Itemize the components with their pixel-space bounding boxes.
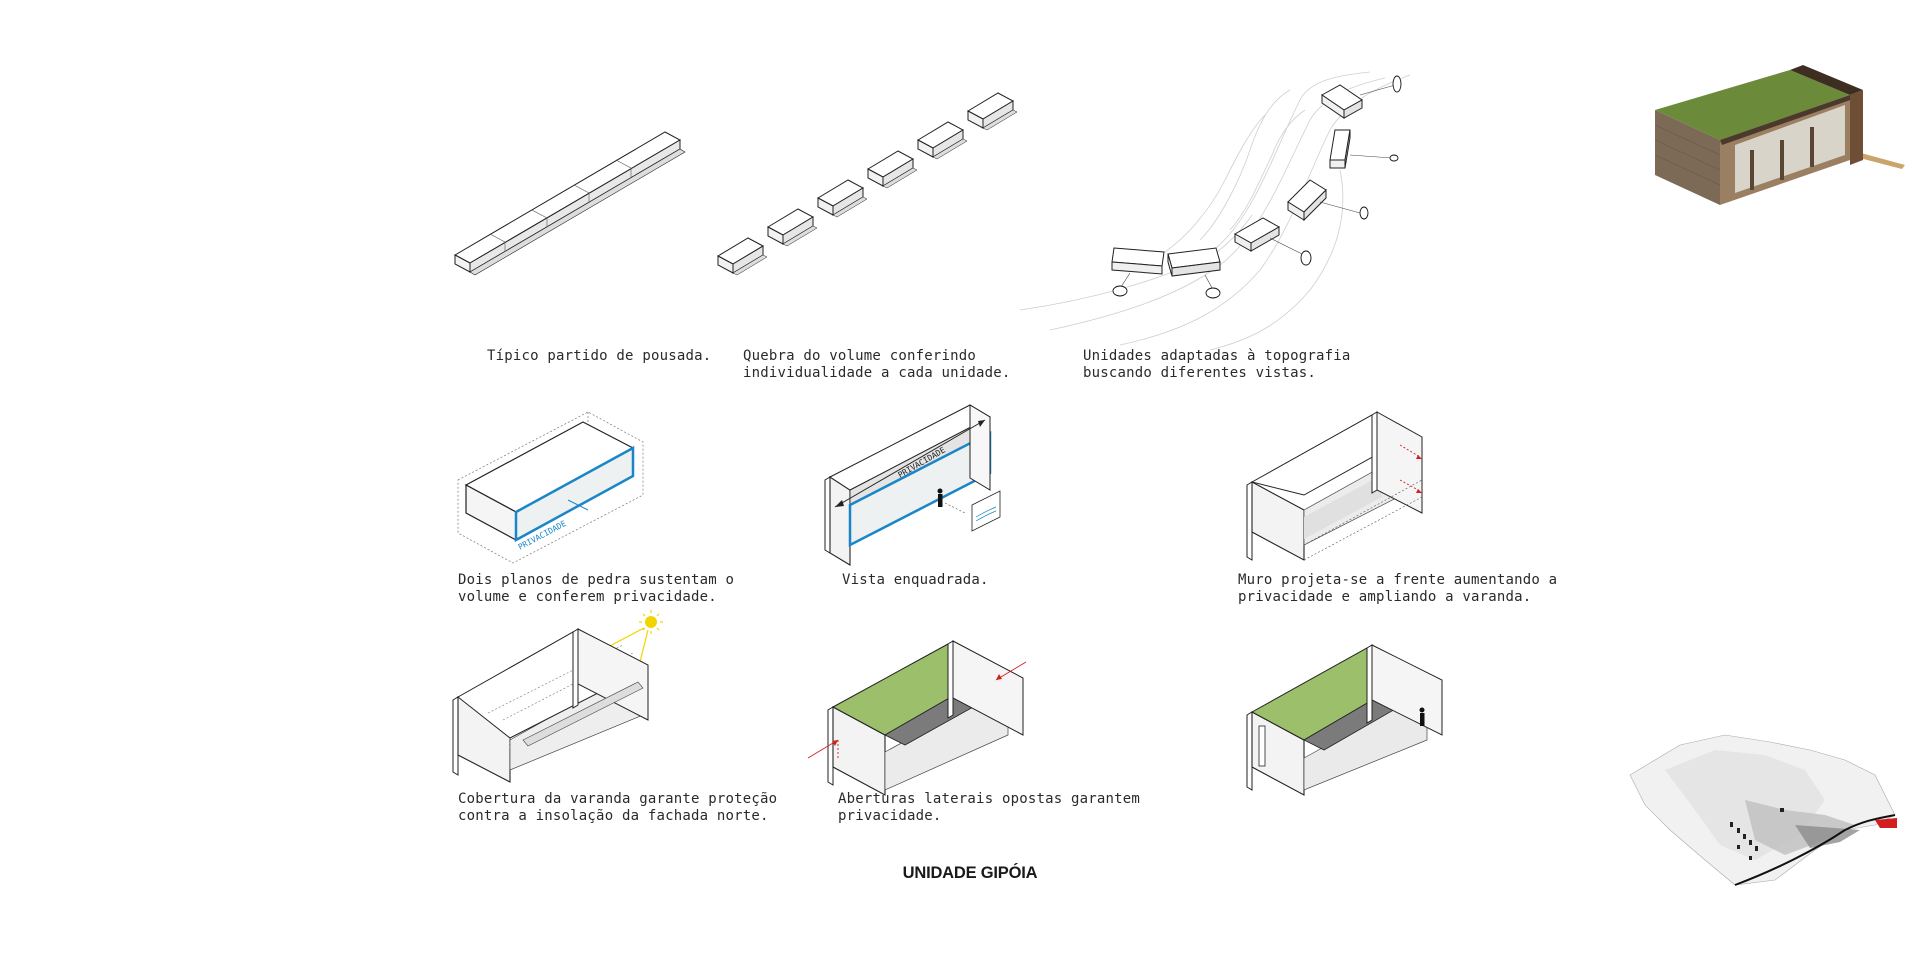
caption-line: Típico partido de pousada. — [487, 348, 712, 364]
caption-line: Muro projeta-se a frente aumentando a — [1238, 572, 1558, 588]
diagram-wall-projection — [1246, 411, 1423, 561]
caption-line: buscando diferentes vistas. — [1083, 364, 1316, 381]
caption-line: privacidade e ampliando a varanda. — [1238, 588, 1532, 605]
caption-line: Unidades adaptadas à topografia — [1083, 348, 1351, 364]
caption-line: Dois planos de pedra sustentam o — [458, 572, 735, 588]
caption-line: Aberturas laterais opostas garantem — [838, 791, 1141, 807]
caption-line: privacidade. — [838, 807, 942, 824]
diagram-typical-bar — [453, 131, 686, 276]
caption-line: Quebra do volume conferindo — [743, 348, 976, 364]
render-terrain — [1629, 734, 1897, 886]
diagram-porch-roof — [452, 610, 663, 783]
caption-line: Vista enquadrada. — [842, 572, 989, 588]
person-icon — [1419, 707, 1425, 726]
window-frame-icon — [971, 490, 1001, 532]
diagram-stone-planes: PRIVACIDADE — [457, 411, 644, 564]
page-title: UNIDADE GIPÓIA — [902, 864, 1038, 882]
caption-line: contra a insolação da fachada norte. — [458, 807, 769, 824]
diagram-framed-view: PRIVACIDADE — [824, 404, 1001, 566]
render-house — [1654, 65, 1905, 205]
person-icon — [937, 488, 943, 507]
diagram-split-units — [716, 92, 1018, 276]
caption-line: individualidade a cada unidade. — [743, 364, 1011, 381]
caption-typical-partido: Típico partido de pousada. — [487, 348, 711, 365]
sun-icon — [639, 610, 663, 634]
diagram-final-unit — [1246, 644, 1443, 796]
diagram-side-openings — [807, 640, 1027, 796]
tree-icon — [1112, 75, 1402, 299]
caption-line: volume e conferem privacidade. — [458, 588, 717, 605]
caption-framed-view: Vista enquadrada. — [842, 572, 989, 589]
caption-line: Cobertura da varanda garante proteção — [458, 791, 778, 807]
diagram-topography-site — [1019, 71, 1411, 351]
